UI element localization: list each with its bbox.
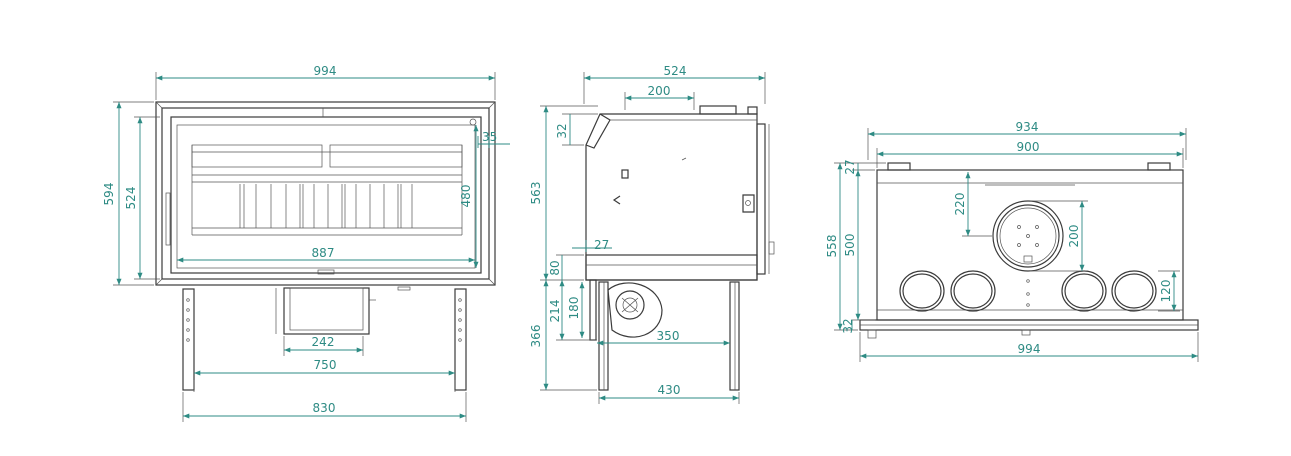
dim-legs-outer: 830 xyxy=(313,401,336,415)
dim-width-outer: 934 xyxy=(1016,120,1039,134)
dim-width-inner: 900 xyxy=(1017,140,1040,154)
dim-body-height: 563 xyxy=(529,182,543,205)
dim-width-total: 994 xyxy=(1018,342,1041,356)
dim-side-offset: 35 xyxy=(482,130,497,144)
dim-duct-diameter: 120 xyxy=(1159,280,1173,303)
dim-bottom-offset: 32 xyxy=(841,318,855,333)
front-dimensions: 994 594 524 480 35 887 242 750 830 xyxy=(102,64,510,422)
dim-collar-offset: 200 xyxy=(648,84,671,98)
side-view xyxy=(585,105,775,391)
dim-glass-height: 480 xyxy=(459,185,473,208)
dim-fan-depth: 350 xyxy=(657,329,680,343)
dim-depth-inner: 500 xyxy=(843,234,857,257)
dim-box-width: 242 xyxy=(312,335,335,349)
dim-small-offset: 27 xyxy=(594,238,609,252)
dim-width-total: 994 xyxy=(314,64,337,78)
dim-top-offset: 27 xyxy=(843,159,857,174)
dim-depth-total: 524 xyxy=(664,64,687,78)
dim-top-step: 32 xyxy=(555,123,569,138)
top-dimensions: 934 900 27 220 200 558 500 120 32 994 xyxy=(825,120,1199,362)
dim-legs-inner: 750 xyxy=(314,358,337,372)
dim-glass-width: 887 xyxy=(312,246,335,260)
dim-fan-height: 180 xyxy=(567,297,581,320)
side-dimensions: 524 200 32 563 27 80 214 180 366 350 430 xyxy=(529,64,766,404)
dim-height-inner: 524 xyxy=(124,187,138,210)
top-view xyxy=(859,162,1199,339)
duct-ports xyxy=(899,270,1157,312)
dim-height-total: 594 xyxy=(102,183,116,206)
dim-base-height: 80 xyxy=(548,260,562,275)
dim-depth-total: 558 xyxy=(825,235,839,258)
dim-leg-height: 214 xyxy=(548,300,562,323)
front-view xyxy=(155,101,496,391)
dim-flue-diameter: 200 xyxy=(1067,225,1081,248)
grate-bars xyxy=(239,184,413,228)
dim-flue-offset: 220 xyxy=(953,193,967,216)
dim-legs-depth: 430 xyxy=(658,383,681,397)
dim-stand-height: 366 xyxy=(529,325,543,348)
